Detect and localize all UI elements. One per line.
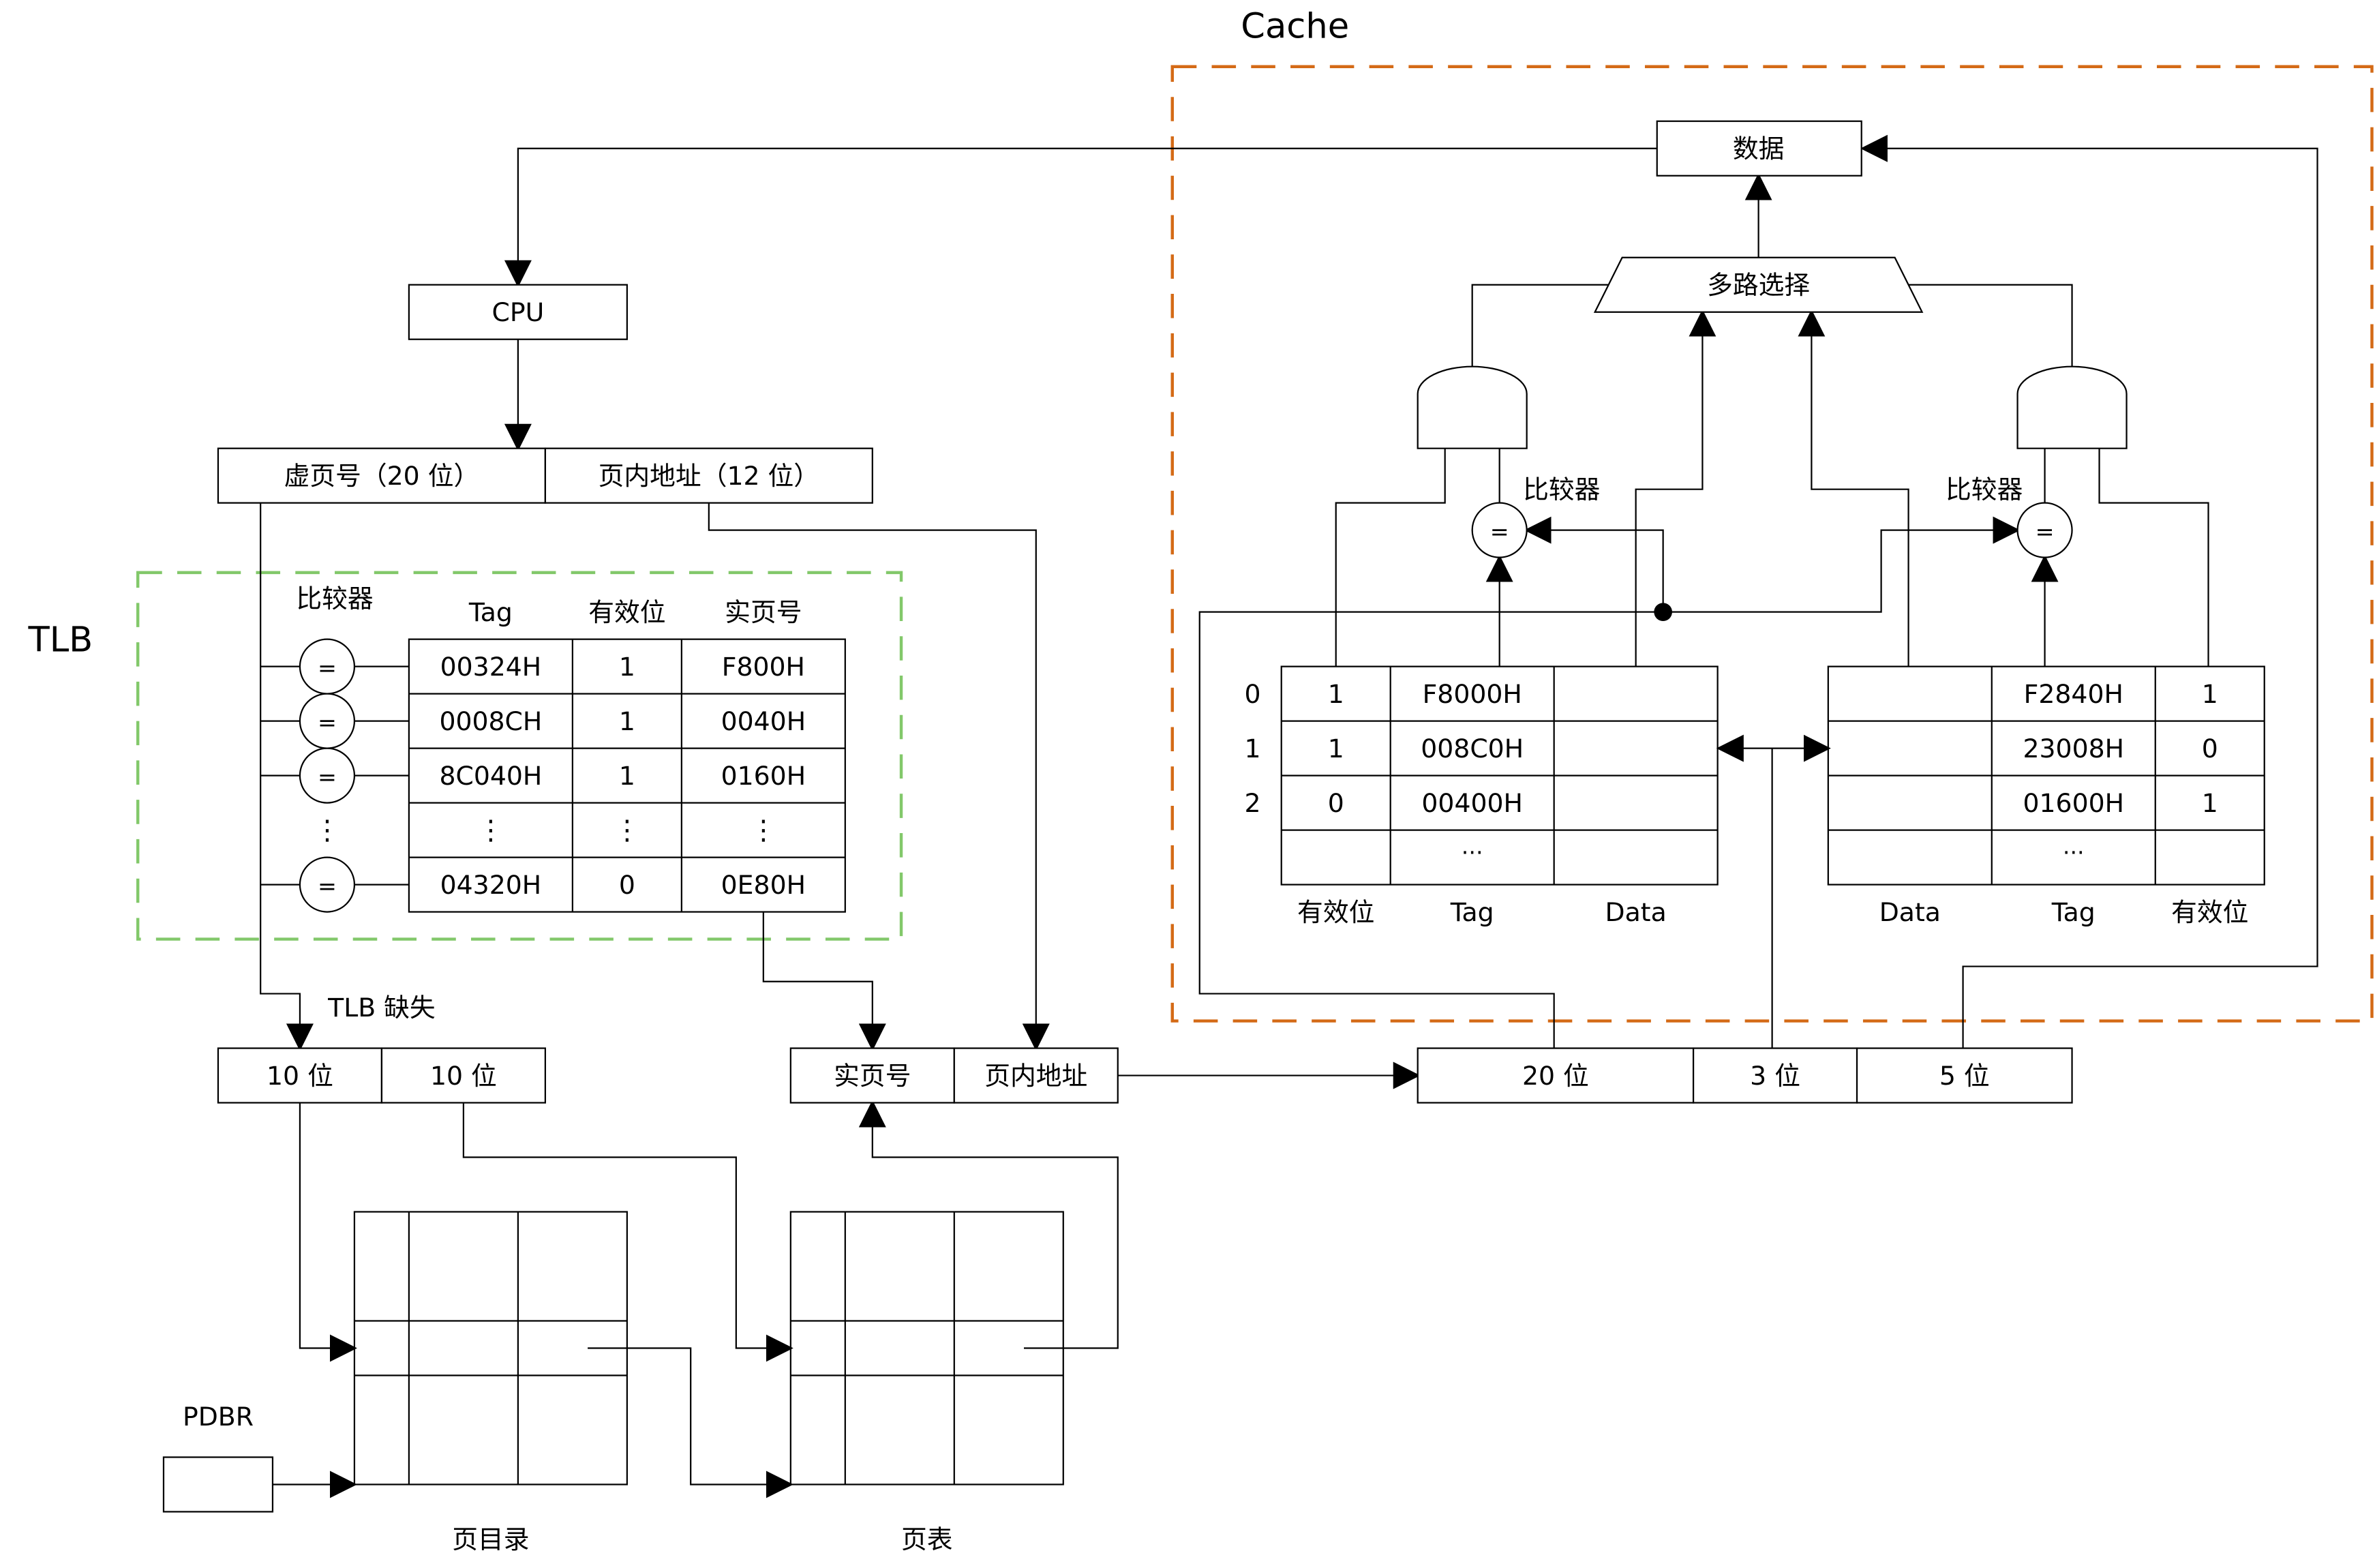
- cache-right-cells: F2840H 1 23008H 0 01600H 1 ···: [2023, 679, 2218, 866]
- comparator-label-left: 比较器: [1523, 474, 1600, 504]
- mux-label: 多路选择: [1707, 270, 1810, 300]
- column-label: Data: [1879, 897, 1941, 927]
- table-cell: 1: [2202, 788, 2218, 818]
- table-cell: 8C040H: [439, 761, 542, 791]
- table-cell: 1: [619, 706, 635, 736]
- table-cell: F2840H: [2024, 679, 2123, 709]
- tlb-region: [136, 571, 903, 941]
- table-cell: 0040H: [721, 706, 806, 736]
- cache-left-footer: 有效位 Tag Data: [1297, 897, 1667, 927]
- table-cell: 23008H: [2023, 734, 2125, 764]
- bits3-label: 3 位: [1750, 1061, 1800, 1091]
- table-cell: 04320H: [440, 870, 542, 900]
- vpn-label: 虚页号（20 位）: [284, 461, 480, 491]
- column-label: Data: [1605, 897, 1667, 927]
- connector-lines: [260, 134, 2318, 1498]
- column-label: Tag: [1450, 897, 1494, 927]
- table-cell: 0: [1328, 788, 1344, 818]
- table-cell: 1: [619, 652, 635, 682]
- eq-sign: =: [318, 764, 337, 790]
- tlb-header-ppn: 实页号: [725, 597, 802, 627]
- column-label: 有效位: [1297, 897, 1374, 927]
- tlb-miss-label: TLB 缺失: [327, 993, 436, 1023]
- table-cell: F800H: [722, 652, 805, 682]
- table-cell: ⋮: [614, 815, 641, 846]
- table-cell: ⋮: [477, 815, 504, 846]
- table-cell: ···: [1462, 839, 1483, 866]
- cache-right-table: [1827, 665, 2265, 886]
- offset-label: 页内地址（12 位）: [599, 461, 819, 491]
- table-cell: ···: [2063, 839, 2085, 866]
- data-label: 数据: [1733, 134, 1785, 164]
- physical-address: 实页号 页内地址: [789, 1047, 1119, 1104]
- table-cell: 0E80H: [721, 870, 806, 900]
- pdbr-label: PDBR: [183, 1402, 254, 1432]
- table-cell: 0008CH: [439, 706, 542, 736]
- row-index: 1: [1244, 734, 1260, 764]
- eq-sign: =: [318, 709, 337, 736]
- table-cell: 0: [2202, 734, 2218, 764]
- page-directory-label: 页目录: [452, 1524, 529, 1554]
- table-cell: 0160H: [721, 761, 806, 791]
- table-cell: F8000H: [1423, 679, 1522, 709]
- table-cell: ⋮: [750, 815, 777, 846]
- row-index: 0: [1244, 679, 1260, 709]
- table-cell: 01600H: [2023, 788, 2125, 818]
- tlb-header-valid: 有效位: [588, 597, 665, 627]
- tlb-header-tag: Tag: [468, 597, 513, 627]
- eq-sign: =: [318, 654, 337, 681]
- eq-sign: =: [2036, 518, 2055, 545]
- multiplexer: 多路选择: [1593, 256, 1924, 313]
- cpu-label: CPU: [491, 297, 544, 327]
- table-cell: 1: [1328, 734, 1344, 764]
- table-cell: 008C0H: [1421, 734, 1524, 764]
- eq-sign: =: [1490, 518, 1509, 545]
- comparator-label-right: 比较器: [1946, 474, 2023, 504]
- table-cell: 00324H: [440, 652, 542, 682]
- cache-left-cells: 1 F8000H 1 008C0H 0 00400H ···: [1328, 679, 1524, 866]
- tlb-comparator-label: 比较器: [296, 584, 373, 614]
- cache-title: Cache: [1241, 7, 1349, 47]
- real-page-label: 实页号: [834, 1061, 911, 1091]
- cache-comparator-right: =: [2016, 502, 2073, 558]
- data-output-box: 数据: [1656, 120, 1862, 177]
- cache-left-index: 0 1 2: [1244, 679, 1260, 818]
- pdbr-register: [162, 1456, 274, 1513]
- column-label: 有效位: [2171, 897, 2248, 927]
- row-index: 2: [1244, 788, 1260, 818]
- bits20-label: 20 位: [1522, 1061, 1589, 1091]
- junction-dot: [1654, 603, 1672, 621]
- and-gate-left: [1417, 365, 1528, 449]
- cache-region: [1170, 65, 2374, 1023]
- page-offset-label: 页内地址: [984, 1061, 1087, 1091]
- cpu-box: CPU: [408, 284, 628, 340]
- tlb-table: [408, 638, 846, 913]
- cache-comparator-left: =: [1471, 502, 1528, 558]
- tlb-cells: 00324H 1 F800H 0008CH 1 0040H 8C040H 1 0…: [439, 652, 806, 900]
- ten-bit-label-2: 10 位: [430, 1061, 497, 1091]
- table-cell: 1: [1328, 679, 1344, 709]
- page-directory: [353, 1211, 628, 1486]
- page-table: [789, 1211, 1064, 1486]
- virtual-address: 虚页号（20 位） 页内地址（12 位）: [217, 447, 873, 504]
- tlb-title: TLB: [28, 620, 93, 660]
- cache-left-table: [1280, 665, 1719, 886]
- cache-address: 20 位 3 位 5 位: [1417, 1047, 2073, 1104]
- column-label: Tag: [2051, 897, 2096, 927]
- cache-right-footer: Data Tag 有效位: [1879, 897, 2249, 927]
- vertical-ellipsis: ⋮: [314, 815, 341, 846]
- table-cell: 00400H: [1421, 788, 1523, 818]
- table-cell: 1: [619, 761, 635, 791]
- eq-sign: =: [318, 873, 337, 899]
- ten-bit-label-1: 10 位: [267, 1061, 333, 1091]
- ten-bit-fields: 10 位 10 位: [217, 1047, 546, 1104]
- page-table-label: 页表: [901, 1524, 953, 1554]
- bits5-label: 5 位: [1939, 1061, 1990, 1091]
- tlb-comparators: = = = ⋮ =: [299, 638, 356, 913]
- table-cell: 1: [2202, 679, 2218, 709]
- tlb-headers: Tag 有效位 实页号: [468, 597, 802, 627]
- table-cell: 0: [619, 870, 635, 900]
- and-gate-right: [2016, 365, 2128, 449]
